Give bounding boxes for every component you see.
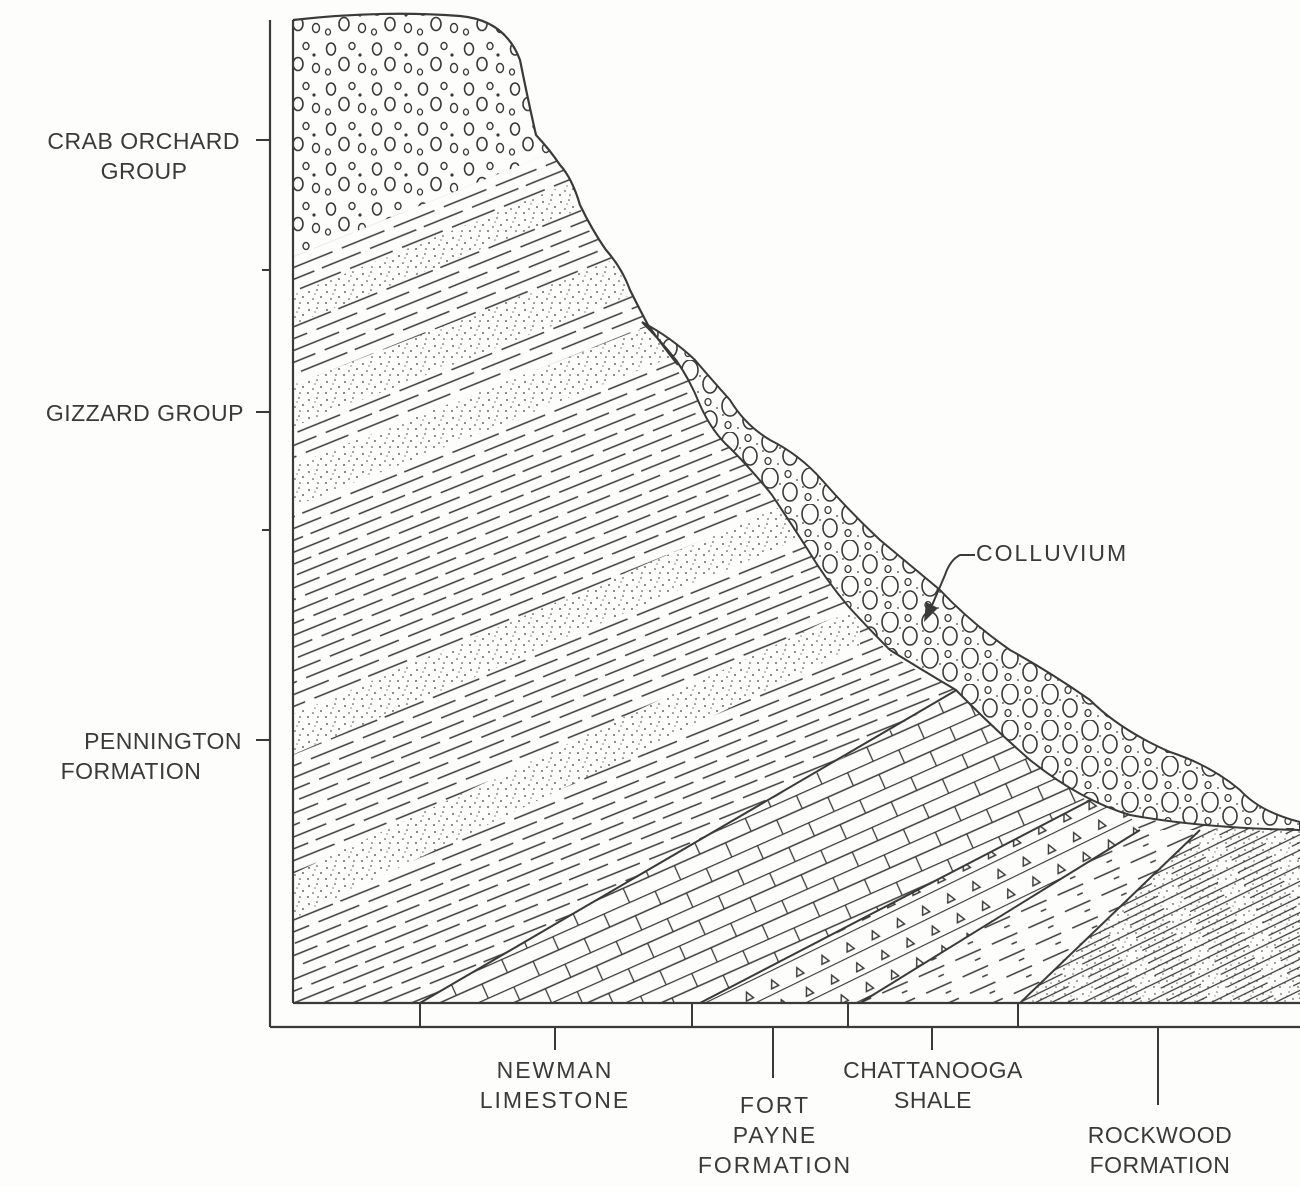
label-gizzard-group: GIZZARD GROUP xyxy=(4,398,244,428)
left-ticks xyxy=(256,140,270,740)
label-newman-limestone: NEWMAN LIMESTONE xyxy=(455,1055,655,1115)
label-chattanooga-shale: CHATTANOOGA SHALE xyxy=(838,1055,1028,1115)
label-rockwood-formation: ROCKWOOD FORMATION xyxy=(1070,1120,1250,1180)
label-crab-orchard-group: CRAB ORCHARD GROUP xyxy=(8,126,240,186)
label-pennington-formation: PENNINGTON FORMATION xyxy=(20,726,242,786)
label-colluvium: COLLUVIUM xyxy=(976,538,1128,568)
